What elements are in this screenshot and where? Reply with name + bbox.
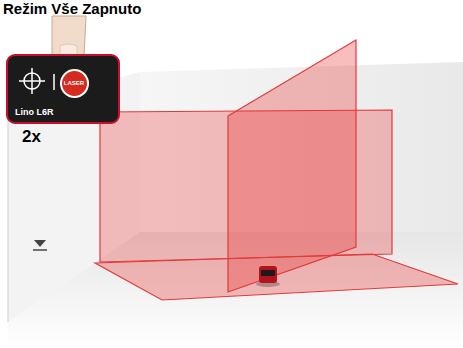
laser-button: LASER (60, 69, 89, 98)
vertical-laser-plane (228, 40, 356, 292)
laser-device (259, 266, 277, 283)
model-name: Lino L6R (15, 107, 54, 117)
separator (53, 74, 55, 90)
level-symbol (33, 249, 47, 251)
laser-window (261, 270, 275, 276)
page-title: Režim Vše Zapnuto (3, 0, 141, 17)
level-symbol (34, 240, 46, 247)
room-edge (8, 108, 9, 322)
crosshair-icon (19, 68, 45, 94)
control-panel: Lino L6R LASER (6, 54, 120, 124)
horizontal-laser-plane (95, 254, 458, 300)
press-count: 2x (22, 127, 41, 147)
crosshair-icon (14, 62, 64, 102)
button-label: LASER (64, 80, 84, 86)
